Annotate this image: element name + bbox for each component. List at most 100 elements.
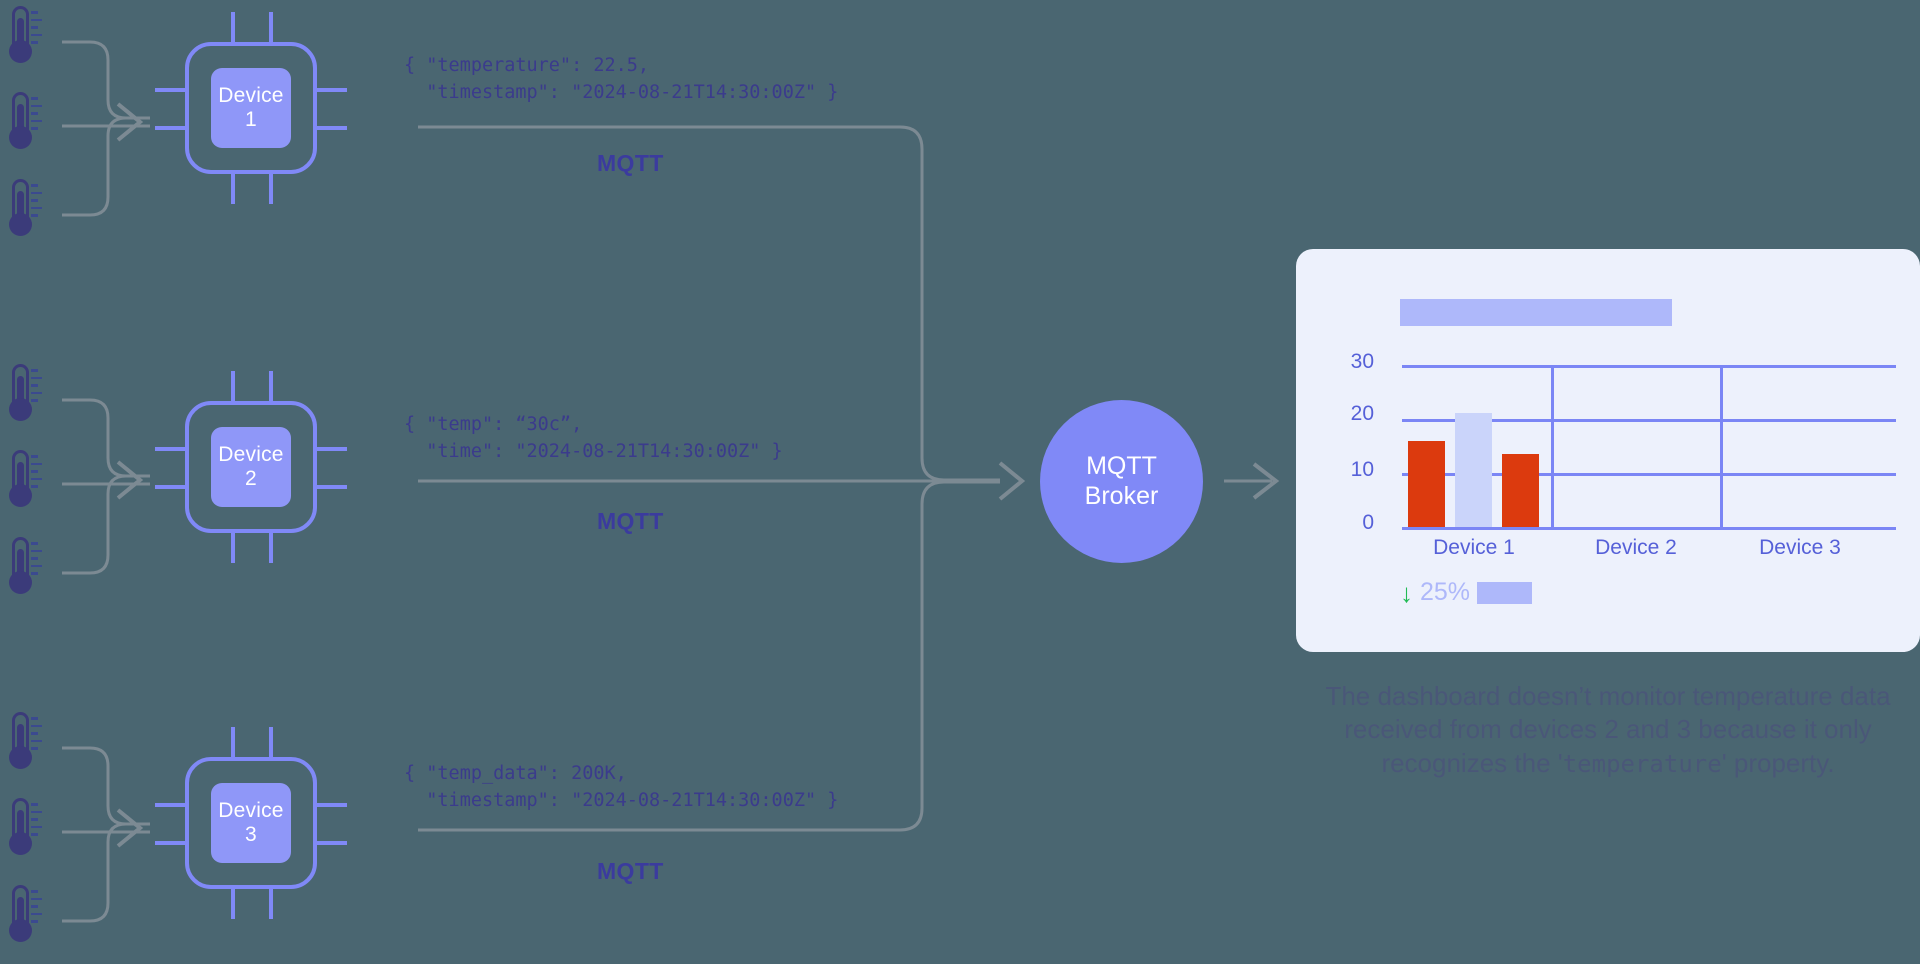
- chip-pin: [315, 447, 347, 451]
- payload-line-1: { "temp_data": 200K,: [404, 763, 627, 784]
- chip-pin: [269, 371, 273, 403]
- bar-device1-series-b: [1455, 413, 1492, 527]
- chip-pin: [269, 172, 273, 204]
- chip-pin: [231, 531, 235, 563]
- chip-pin: [155, 126, 187, 130]
- payload-line-2: "timestamp": "2024-08-21T14:30:00Z" }: [404, 789, 839, 811]
- device-node-2[interactable]: Device 2: [155, 371, 347, 563]
- sensor-arrowhead-2: [116, 460, 144, 500]
- payload-line-1: { "temperature": 22.5,: [404, 55, 650, 76]
- chip-pin: [315, 803, 347, 807]
- payload-line-1: { "temp": “30c”,: [404, 414, 583, 435]
- chip-pin: [269, 727, 273, 759]
- y-tick-0: 0: [1362, 511, 1374, 534]
- legend-swatch: [1477, 581, 1533, 604]
- chip-pin: [155, 88, 187, 92]
- chip-outline: [185, 42, 317, 174]
- broker-outbound-arrowhead: [1252, 462, 1280, 500]
- chip-pin: [315, 88, 347, 92]
- category-divider-1: [1551, 365, 1554, 527]
- chip-pin: [315, 841, 347, 845]
- sensor-brace-2b: [62, 474, 127, 575]
- thermometer-icon: [4, 798, 46, 858]
- sensor-brace-1b: [62, 116, 127, 217]
- payload-json-1: { "temperature": 22.5, "timestamp": "202…: [404, 53, 838, 107]
- device-node-3[interactable]: Device 3: [155, 727, 347, 919]
- device-name-line1: Device: [218, 84, 284, 108]
- device-name-line2: 3: [245, 823, 257, 846]
- device-name-line1: Device: [218, 799, 284, 823]
- device-name-line2: 2: [245, 467, 257, 490]
- x-tick-device-2: Device 2: [1595, 536, 1677, 559]
- thermometer-icon: [4, 92, 46, 152]
- payload-line-2: "timestamp": "2024-08-21T14:30:00Z" }: [404, 81, 839, 103]
- payload-json-2: { "temp": “30c”, "time": "2024-08-21T14:…: [404, 412, 783, 466]
- sensor-brace-3: [62, 746, 150, 826]
- sensor-arrowhead-1: [116, 102, 144, 142]
- thermometer-icon: [4, 364, 46, 424]
- arrow-down-icon: ↓: [1400, 577, 1413, 608]
- chip-outline: [185, 757, 317, 889]
- y-tick-20: 20: [1350, 402, 1374, 425]
- x-tick-device-1: Device 1: [1433, 536, 1515, 559]
- sensor-brace-3b: [62, 822, 127, 923]
- chip-pin: [155, 803, 187, 807]
- gridline-30: [1402, 365, 1896, 368]
- dashboard-legend: ↓ 25%: [1400, 577, 1533, 608]
- thermometer-icon: [4, 450, 46, 510]
- broker-label-line1: MQTT: [1086, 452, 1157, 480]
- category-divider-2: [1720, 365, 1723, 527]
- chip-pin: [231, 172, 235, 204]
- broker-inbound-arrowhead: [998, 461, 1026, 501]
- sensor-brace-1: [62, 40, 150, 120]
- bar-device1-series-c: [1502, 454, 1539, 527]
- caption-quote-close: ': [1721, 747, 1727, 778]
- y-tick-30: 30: [1350, 350, 1374, 373]
- device-label-2: Device 2: [211, 427, 291, 507]
- payload-line-2: "time": "2024-08-21T14:30:00Z" }: [404, 440, 783, 462]
- y-tick-10: 10: [1350, 458, 1374, 481]
- thermometer-icon: [4, 712, 46, 772]
- gridline-20: [1402, 419, 1896, 422]
- broker-label-line2: Broker: [1084, 481, 1159, 510]
- chip-pin: [269, 12, 273, 44]
- caption-property-name: temperature: [1562, 749, 1722, 778]
- chip-pin: [155, 485, 187, 489]
- gridline-10: [1402, 473, 1896, 476]
- legend-percent: 25%: [1420, 578, 1471, 606]
- device-name-line2: 1: [245, 108, 257, 131]
- device-label-3: Device 3: [211, 783, 291, 863]
- sensor-brace-2: [62, 398, 150, 478]
- dashboard-caption: The dashboard doesn’t monitor temperatur…: [1282, 680, 1920, 780]
- chip-pin: [231, 371, 235, 403]
- chip-pin: [231, 887, 235, 919]
- dashboard-chart: 30 20 10 0 Device 1 Device 2 Device 3: [1296, 249, 1920, 652]
- chip-pin: [315, 485, 347, 489]
- bar-device1-series-a: [1408, 441, 1445, 527]
- caption-quote-open: ': [1557, 747, 1563, 778]
- chip-pin: [155, 841, 187, 845]
- protocol-label-2: MQTT: [597, 508, 664, 534]
- thermometer-icon: [4, 6, 46, 66]
- protocol-label-3: MQTT: [597, 858, 664, 884]
- caption-part-1: The dashboard doesn’t monitor temperatur…: [1325, 681, 1891, 778]
- thermometer-icon: [4, 885, 46, 945]
- chip-pin: [155, 447, 187, 451]
- chip-pin: [231, 12, 235, 44]
- chip-outline: [185, 401, 317, 533]
- axis-baseline: [1402, 527, 1896, 530]
- thermometer-icon: [4, 537, 46, 597]
- device-label-1: Device 1: [211, 68, 291, 148]
- device-node-1[interactable]: Device 1: [155, 12, 347, 204]
- x-tick-device-3: Device 3: [1759, 536, 1841, 559]
- dashboard-title-placeholder: [1400, 299, 1672, 326]
- payload-json-3: { "temp_data": 200K, "timestamp": "2024-…: [404, 761, 838, 815]
- mqtt-broker-node[interactable]: MQTT Broker: [1040, 400, 1203, 563]
- protocol-label-1: MQTT: [597, 150, 664, 176]
- chip-pin: [231, 727, 235, 759]
- sensor-arrowhead-3: [116, 808, 144, 848]
- dashboard-card-inner: [1296, 249, 1920, 652]
- thermometer-icon: [4, 179, 46, 239]
- device-name-line1: Device: [218, 443, 284, 467]
